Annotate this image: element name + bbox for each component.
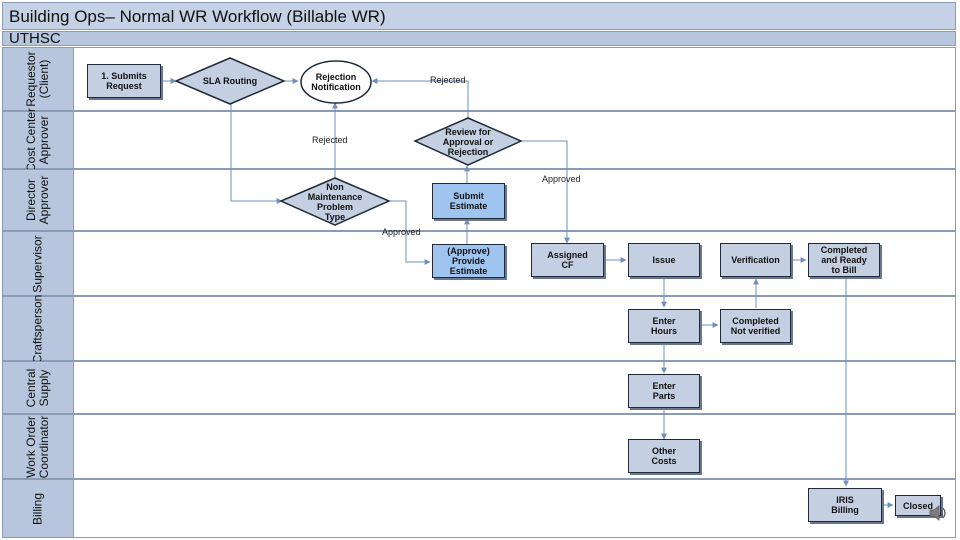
speaker-icon[interactable] xyxy=(928,503,948,523)
node-submits-request: 1. Submits Request xyxy=(87,64,161,98)
lane-craftsperson: Craftsperson xyxy=(2,294,956,363)
rejection-notification-circle xyxy=(300,60,372,104)
lane-header: Requestor (Client) xyxy=(3,48,74,110)
node-provide-estimate: (Approve) Provide Estimate xyxy=(432,244,505,278)
lane-billing: Billing xyxy=(2,479,956,538)
node-verification: Verification xyxy=(720,243,791,277)
node-completed-not-verified: Completed Not verified xyxy=(720,309,791,343)
edge-nonmaint-approved xyxy=(388,200,431,265)
organization-name: UTHSC xyxy=(9,30,61,47)
edge-label-rejected-mid: Rejected xyxy=(312,135,348,145)
edge-label-approved-left: Approved xyxy=(382,227,421,237)
node-enter-parts: Enter Parts xyxy=(628,374,700,408)
lane-requestor: Requestor (Client) xyxy=(2,47,956,111)
decision-review xyxy=(413,117,523,166)
diagram-title: Building Ops– Normal WR Workflow (Billab… xyxy=(9,7,386,26)
organization-bar: UTHSC xyxy=(2,30,956,47)
lane-header: Cost Center Approver xyxy=(3,108,74,172)
lane-work-order-coordinator: Work Order Coordinator xyxy=(2,414,956,479)
edge-review-approved xyxy=(520,140,570,244)
lane-header: Director Approver xyxy=(3,170,74,230)
sla-routing-label: SLA Routing xyxy=(202,76,258,86)
non-maintenance-label: Non Maintenance Problem Type xyxy=(307,182,363,222)
node-iris-billing: IRIS Billing xyxy=(808,488,882,522)
diagram-title-bar: Building Ops– Normal WR Workflow (Billab… xyxy=(2,2,956,30)
decision-non-maintenance xyxy=(279,177,391,226)
edge-label-rejected-top: Rejected xyxy=(430,75,466,85)
edge-sla-to-nonmaint xyxy=(230,104,283,204)
lane-header: Work Order Coordinator xyxy=(3,415,74,478)
node-issue: Issue xyxy=(628,243,700,277)
decision-sla-routing xyxy=(174,57,286,105)
review-label: Review for Approval or Rejection xyxy=(442,127,494,157)
rejection-notification-label: Rejection Notification xyxy=(311,72,361,92)
lane-header: Craftsperson xyxy=(3,294,74,363)
lane-header: Billing xyxy=(3,480,74,537)
node-enter-hours: Enter Hours xyxy=(628,309,700,343)
node-submit-estimate: Submit Estimate xyxy=(432,183,505,219)
edge-review-rejected xyxy=(371,78,469,118)
edge-label-approved-right: Approved xyxy=(542,174,581,184)
node-closed: Closed xyxy=(895,495,941,516)
lane-central-supply: Central Supply xyxy=(2,361,956,414)
node-assigned-cf: Assigned CF xyxy=(531,243,604,277)
node-other-costs: Other Costs xyxy=(628,439,700,473)
lane-header: Supervisor xyxy=(3,232,74,295)
lane-header: Central Supply xyxy=(3,362,74,413)
node-completed-ready-to-bill: Completed and Ready to Bill xyxy=(808,243,880,277)
lane-supervisor: Supervisor xyxy=(2,231,956,296)
